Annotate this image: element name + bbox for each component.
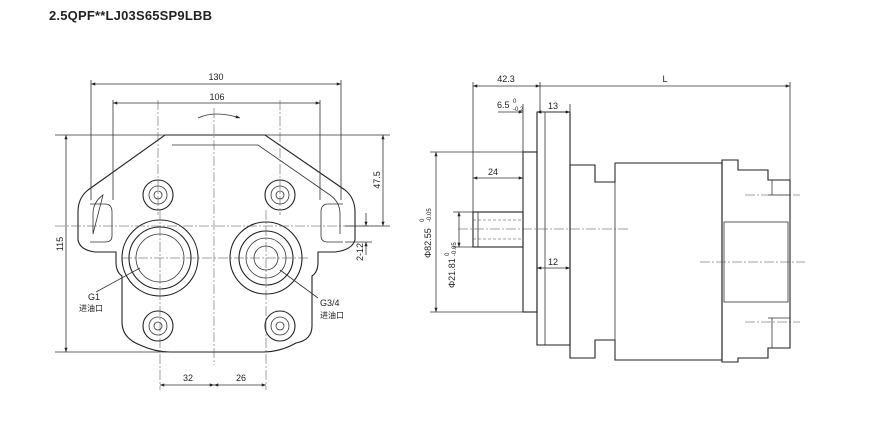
svg-text:0: 0 (420, 218, 426, 222)
left-ear (90, 203, 113, 243)
pilot-boss (522, 151, 538, 313)
dim-port-offset: 2-12 (355, 243, 365, 261)
dim-upper-offset: 47.5 (372, 171, 382, 189)
inlet-leader (95, 267, 141, 293)
svg-text:-0.05: -0.05 (427, 208, 433, 222)
drive-shaft (472, 211, 524, 248)
bolt-hole-bottom-right (264, 310, 296, 342)
pump-body (569, 162, 723, 361)
drawing-title: 2.5QPF**LJ03S65SP9LBB (49, 8, 213, 23)
mounting-flange (536, 111, 571, 346)
dim-shaft-length: 24 (488, 167, 498, 177)
right-ear (320, 203, 343, 243)
outlet-thread-label: G3/4 (320, 298, 340, 308)
side-view: 42.3 L 6.5 0 -0.2 13 24 Φ82.55 0 -0.05 Φ… (420, 74, 805, 363)
dim-length: L (662, 74, 667, 84)
front-inner-contour (92, 144, 341, 235)
inlet-port-label: 进油口 (79, 303, 103, 313)
rotation-arrow (197, 113, 241, 119)
dim-pilot-diameter: Φ82.55 (423, 228, 433, 258)
dim-right-port-offset: 26 (236, 373, 246, 383)
dim-step: 6.5 (497, 100, 510, 110)
rear-cover (721, 159, 791, 363)
dim-overall-width: 130 (208, 72, 223, 82)
bolt-hole-bottom-left (142, 310, 174, 342)
front-body-outline (77, 134, 356, 353)
dim-shaft-diameter: Φ21.81 (447, 258, 457, 288)
dim-height: 115 (55, 237, 65, 251)
svg-text:-0.2: -0.2 (513, 107, 524, 113)
outlet-port-label: 进油口 (320, 310, 344, 320)
svg-text:-0.05: -0.05 (452, 242, 458, 256)
dim-bolt-span: 106 (209, 92, 224, 102)
dim-key-offset: 12 (548, 257, 558, 267)
outlet-leader (279, 269, 319, 299)
inlet-thread-label: G1 (88, 292, 100, 302)
dim-left-port-offset: 32 (183, 373, 193, 383)
svg-text:0: 0 (513, 99, 517, 105)
svg-text:0: 0 (445, 252, 451, 256)
front-view: 130 106 115 47.5 2-12 32 26 G1 进油口 G3/4 … (55, 72, 390, 390)
dim-flange-depth: 42.3 (497, 74, 515, 84)
dim-shoulder: 13 (548, 101, 558, 111)
